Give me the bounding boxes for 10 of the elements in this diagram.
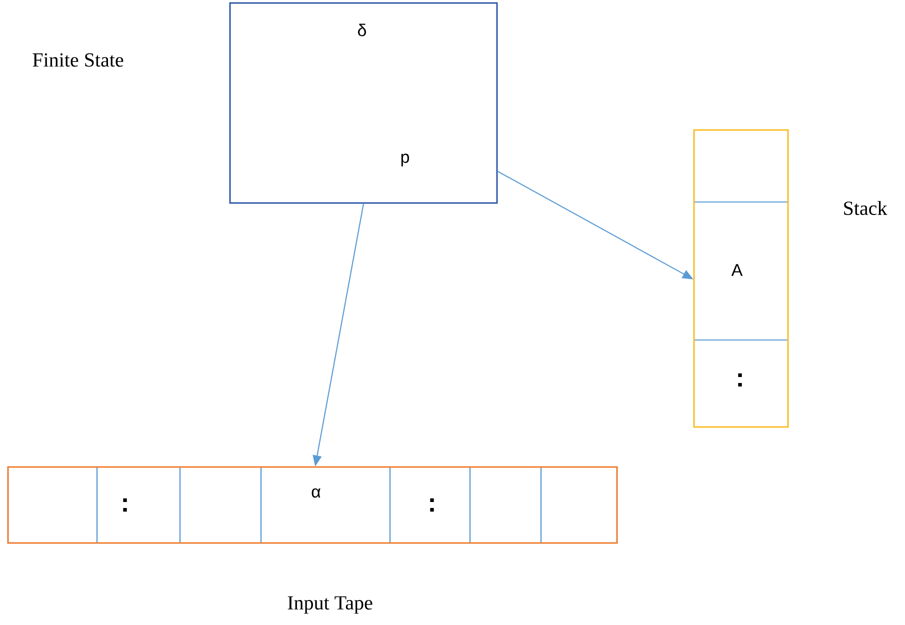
heading-label: Stack: [844, 200, 888, 216]
cell-label: p: [401, 154, 410, 166]
ellipsis-symbol: :: [430, 498, 434, 512]
ellipsis-symbol: :: [123, 498, 127, 512]
cell-label: δ: [358, 24, 366, 36]
heading-label: Input Tape: [288, 596, 372, 614]
cell-label: α: [312, 488, 320, 498]
cell-label: A: [731, 264, 743, 276]
heading-label: Finite State: [32, 53, 124, 67]
ellipsis-symbol: :: [738, 373, 742, 387]
